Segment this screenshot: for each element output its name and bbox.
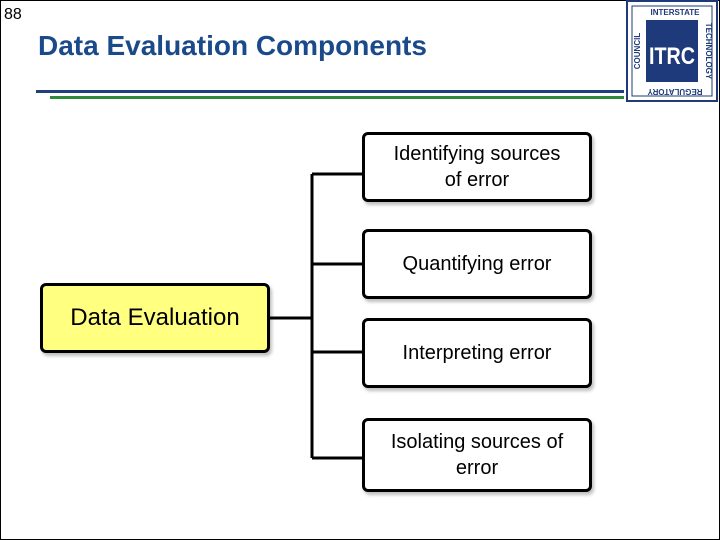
node-identifying-sources: Identifying sources of error	[362, 132, 592, 202]
title-rule-green	[50, 96, 624, 99]
logo-inner-border	[631, 5, 713, 97]
logo-bottom-text: REGULATORY	[647, 87, 703, 96]
title-rule-navy	[36, 90, 624, 93]
node-isolating-sources: Isolating sources of error	[362, 418, 592, 492]
page-title: Data Evaluation Components	[38, 30, 427, 61]
logo-right-text: TECHNOLOGY	[704, 23, 713, 80]
node-quantifying-error: Quantifying error	[362, 229, 592, 299]
logo-center-block	[646, 20, 698, 82]
logo-center-text: ITRC	[649, 43, 695, 70]
logo-left-text: COUNCIL	[633, 33, 642, 70]
node-data-evaluation: Data Evaluation	[40, 283, 270, 353]
itrc-logo: INTERSTATE REGULATORY COUNCIL TECHNOLOGY…	[626, 0, 718, 102]
slide-number: 88	[4, 6, 22, 23]
node-interpreting-error: Interpreting error	[362, 318, 592, 388]
logo-top-text: INTERSTATE	[650, 8, 700, 17]
